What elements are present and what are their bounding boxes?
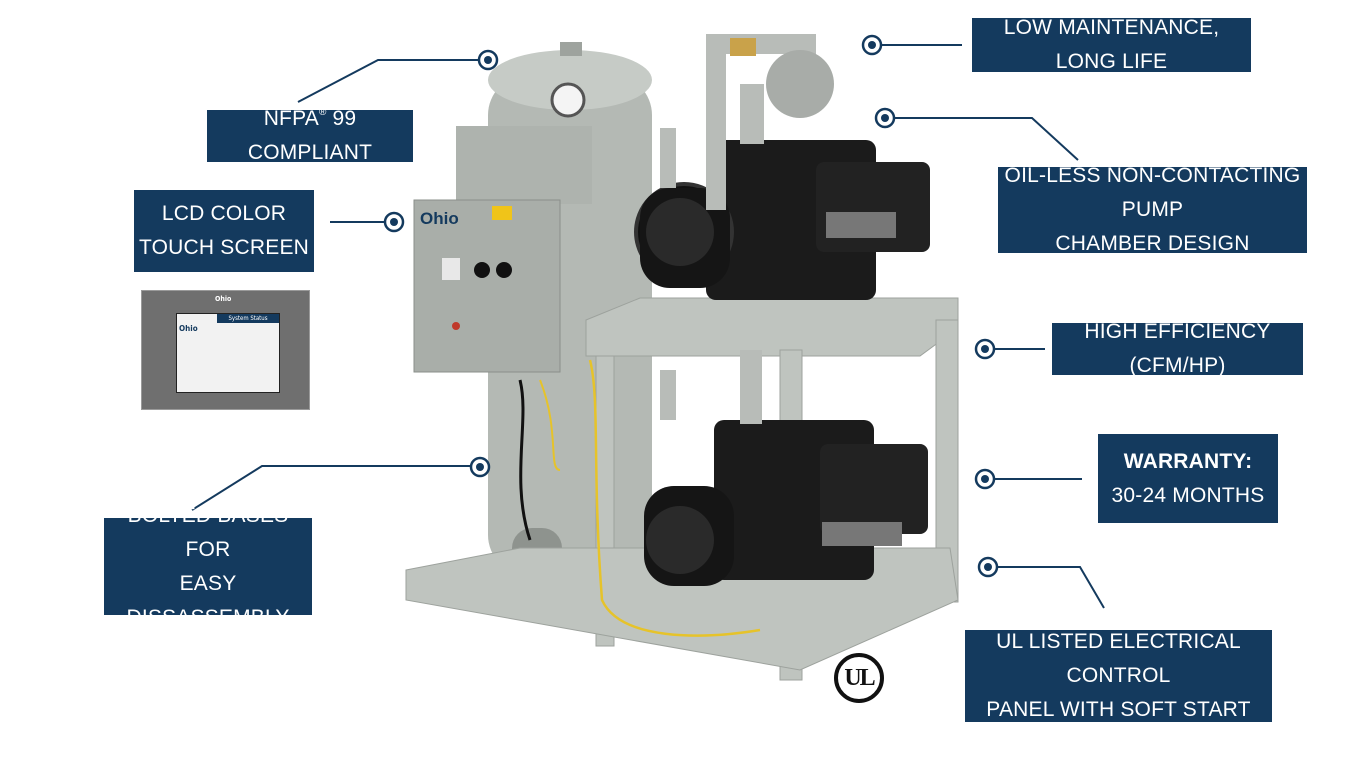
touch-screen-brand: Ohio — [215, 295, 232, 303]
control-box-hood — [456, 126, 592, 204]
callout-oil-less-line2: CHAMBER DESIGN — [1055, 232, 1250, 255]
callout-low-maintenance: LOW MAINTENANCE, LONG LIFE — [972, 16, 1251, 73]
callout-bolted-line2: EASY DISSASSEMBLY — [126, 571, 290, 629]
callout-ul-listed: UL LISTED ELECTRICAL CONTROL PANEL WITH … — [965, 630, 1272, 722]
callout-ul-line1: UL LISTED ELECTRICAL CONTROL — [996, 630, 1241, 687]
warning-label-icon — [492, 206, 512, 220]
touch-screen-display: Ohio System Status — [176, 313, 280, 393]
panel-brand-logo: Ohio — [420, 209, 459, 228]
indicator-light-icon — [452, 322, 460, 330]
lower-vacuum-pump — [644, 420, 928, 586]
callout-oil-less: OIL-LESS NON-CONTACTING PUMP CHAMBER DES… — [998, 164, 1307, 255]
nfpa-prefix: NFPA — [263, 107, 319, 130]
callout-lcd-line1: LCD COLOR — [161, 202, 287, 225]
callout-lcd-touch-screen: LCD COLOR TOUCH SCREEN — [134, 190, 314, 272]
touch-screen-title: System Status — [217, 314, 279, 323]
selector-switch-icon — [496, 262, 512, 278]
selector-switch-icon — [474, 262, 490, 278]
nfpa-registered-mark: ® — [318, 107, 327, 118]
pressure-gauge-icon — [550, 82, 586, 118]
callout-high-efficiency: HIGH EFFICIENCY (CFM/HP) — [1052, 320, 1303, 377]
lcd-display-icon — [442, 258, 460, 280]
touch-screen-image: Ohio Ohio System Status — [141, 290, 310, 410]
callout-warranty: WARRANTY: 30-24 MONTHS — [1098, 434, 1278, 523]
callout-oil-less-line1: OIL-LESS NON-CONTACTING PUMP — [1004, 164, 1301, 221]
callout-warranty-value: 30-24 MONTHS — [1111, 483, 1265, 507]
control-panel — [413, 199, 561, 373]
callout-nfpa-text: NFPA® 99 COMPLIANT — [207, 102, 413, 170]
upper-vacuum-pump — [634, 140, 930, 300]
callout-high-efficiency-text: HIGH EFFICIENCY (CFM/HP) — [1084, 320, 1271, 377]
callout-nfpa: NFPA® 99 COMPLIANT — [207, 107, 413, 164]
piping — [660, 34, 834, 424]
nfpa-suffix: 99 COMPLIANT — [247, 107, 373, 164]
touch-screen-logo: Ohio — [179, 324, 198, 333]
callout-bolted-bases: BOLTED BASES FOR EASY DISSASSEMBLY — [104, 504, 312, 629]
callout-ul-line2: PANEL WITH SOFT START — [986, 698, 1251, 721]
ul-listed-logo: UL — [834, 653, 884, 703]
callout-bolted-line1: BOLTED BASES FOR — [127, 503, 289, 561]
callout-low-maintenance-text: LOW MAINTENANCE, LONG LIFE — [1003, 16, 1220, 73]
callout-lcd-line2: TOUCH SCREEN — [138, 236, 310, 259]
callout-warranty-label: WARRANTY: — [1123, 449, 1253, 473]
